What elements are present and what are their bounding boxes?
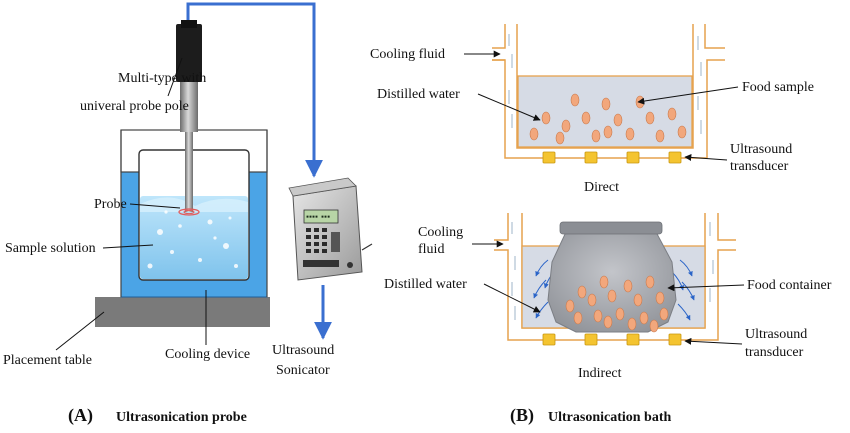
label-sonicator-1: Ultrasound	[272, 343, 334, 358]
indirect-label-transducer-2: transducer	[745, 345, 804, 360]
label-sonicator-2: Sonicator	[276, 363, 330, 378]
indirect-label-cooling-1: Cooling	[418, 225, 463, 240]
placement-table	[95, 297, 270, 327]
direct-label-distilled-water: Distilled water	[377, 87, 460, 102]
direct-label-food-sample: Food sample	[742, 80, 814, 95]
ultrasound-sonicator: ▪▪▪▪ ▪▪▪	[288, 177, 373, 281]
direct-transducers	[542, 151, 682, 164]
label-probe-pole-1: Multi-type with	[118, 71, 206, 86]
sonicator-cable	[186, 2, 316, 170]
indirect-title: Indirect	[578, 366, 622, 381]
direct-title: Direct	[584, 180, 619, 195]
indirect-food-samples	[565, 275, 669, 333]
direct-label-transducer-1: Ultrasound	[730, 142, 792, 157]
ultrasonic-probe	[176, 20, 202, 216]
direct-label-transducer-2: transducer	[730, 159, 789, 174]
label-probe: Probe	[94, 197, 127, 212]
direct-label-cooling-fluid: Cooling fluid	[370, 47, 445, 62]
indirect-label-cooling-2: fluid	[418, 242, 444, 257]
label-placement-table: Placement table	[3, 353, 92, 368]
indirect-label-transducer-1: Ultrasound	[745, 327, 807, 342]
panel-b-indirect: Cooling fluid Distilled water Food conta…	[384, 213, 832, 381]
caption-a-text: Ultrasonication probe	[116, 410, 247, 425]
sonicator-display: ▪▪▪▪ ▪▪▪	[306, 214, 330, 220]
caption-b-letter: (B)	[510, 405, 534, 426]
label-sample-solution: Sample solution	[5, 241, 96, 256]
label-probe-pole-2: univeral probe pole	[80, 99, 189, 114]
caption-b-text: Ultrasonication bath	[548, 410, 672, 425]
label-cooling-device: Cooling device	[165, 347, 250, 362]
bubbles	[147, 210, 238, 269]
direct-bath-outline	[492, 24, 725, 159]
panel-a: ▪▪▪▪ ▪▪▪ Multi-type with univeral probe …	[3, 2, 373, 426]
indirect-flow-arrows	[533, 259, 695, 321]
indirect-label-food-container: Food container	[747, 278, 832, 293]
indirect-transducers	[542, 333, 682, 346]
indirect-label-distilled-water: Distilled water	[384, 277, 467, 292]
food-container	[547, 221, 677, 333]
panel-b-direct: Cooling fluid Distilled water Food sampl…	[370, 24, 814, 195]
caption-a-letter: (A)	[68, 405, 93, 426]
